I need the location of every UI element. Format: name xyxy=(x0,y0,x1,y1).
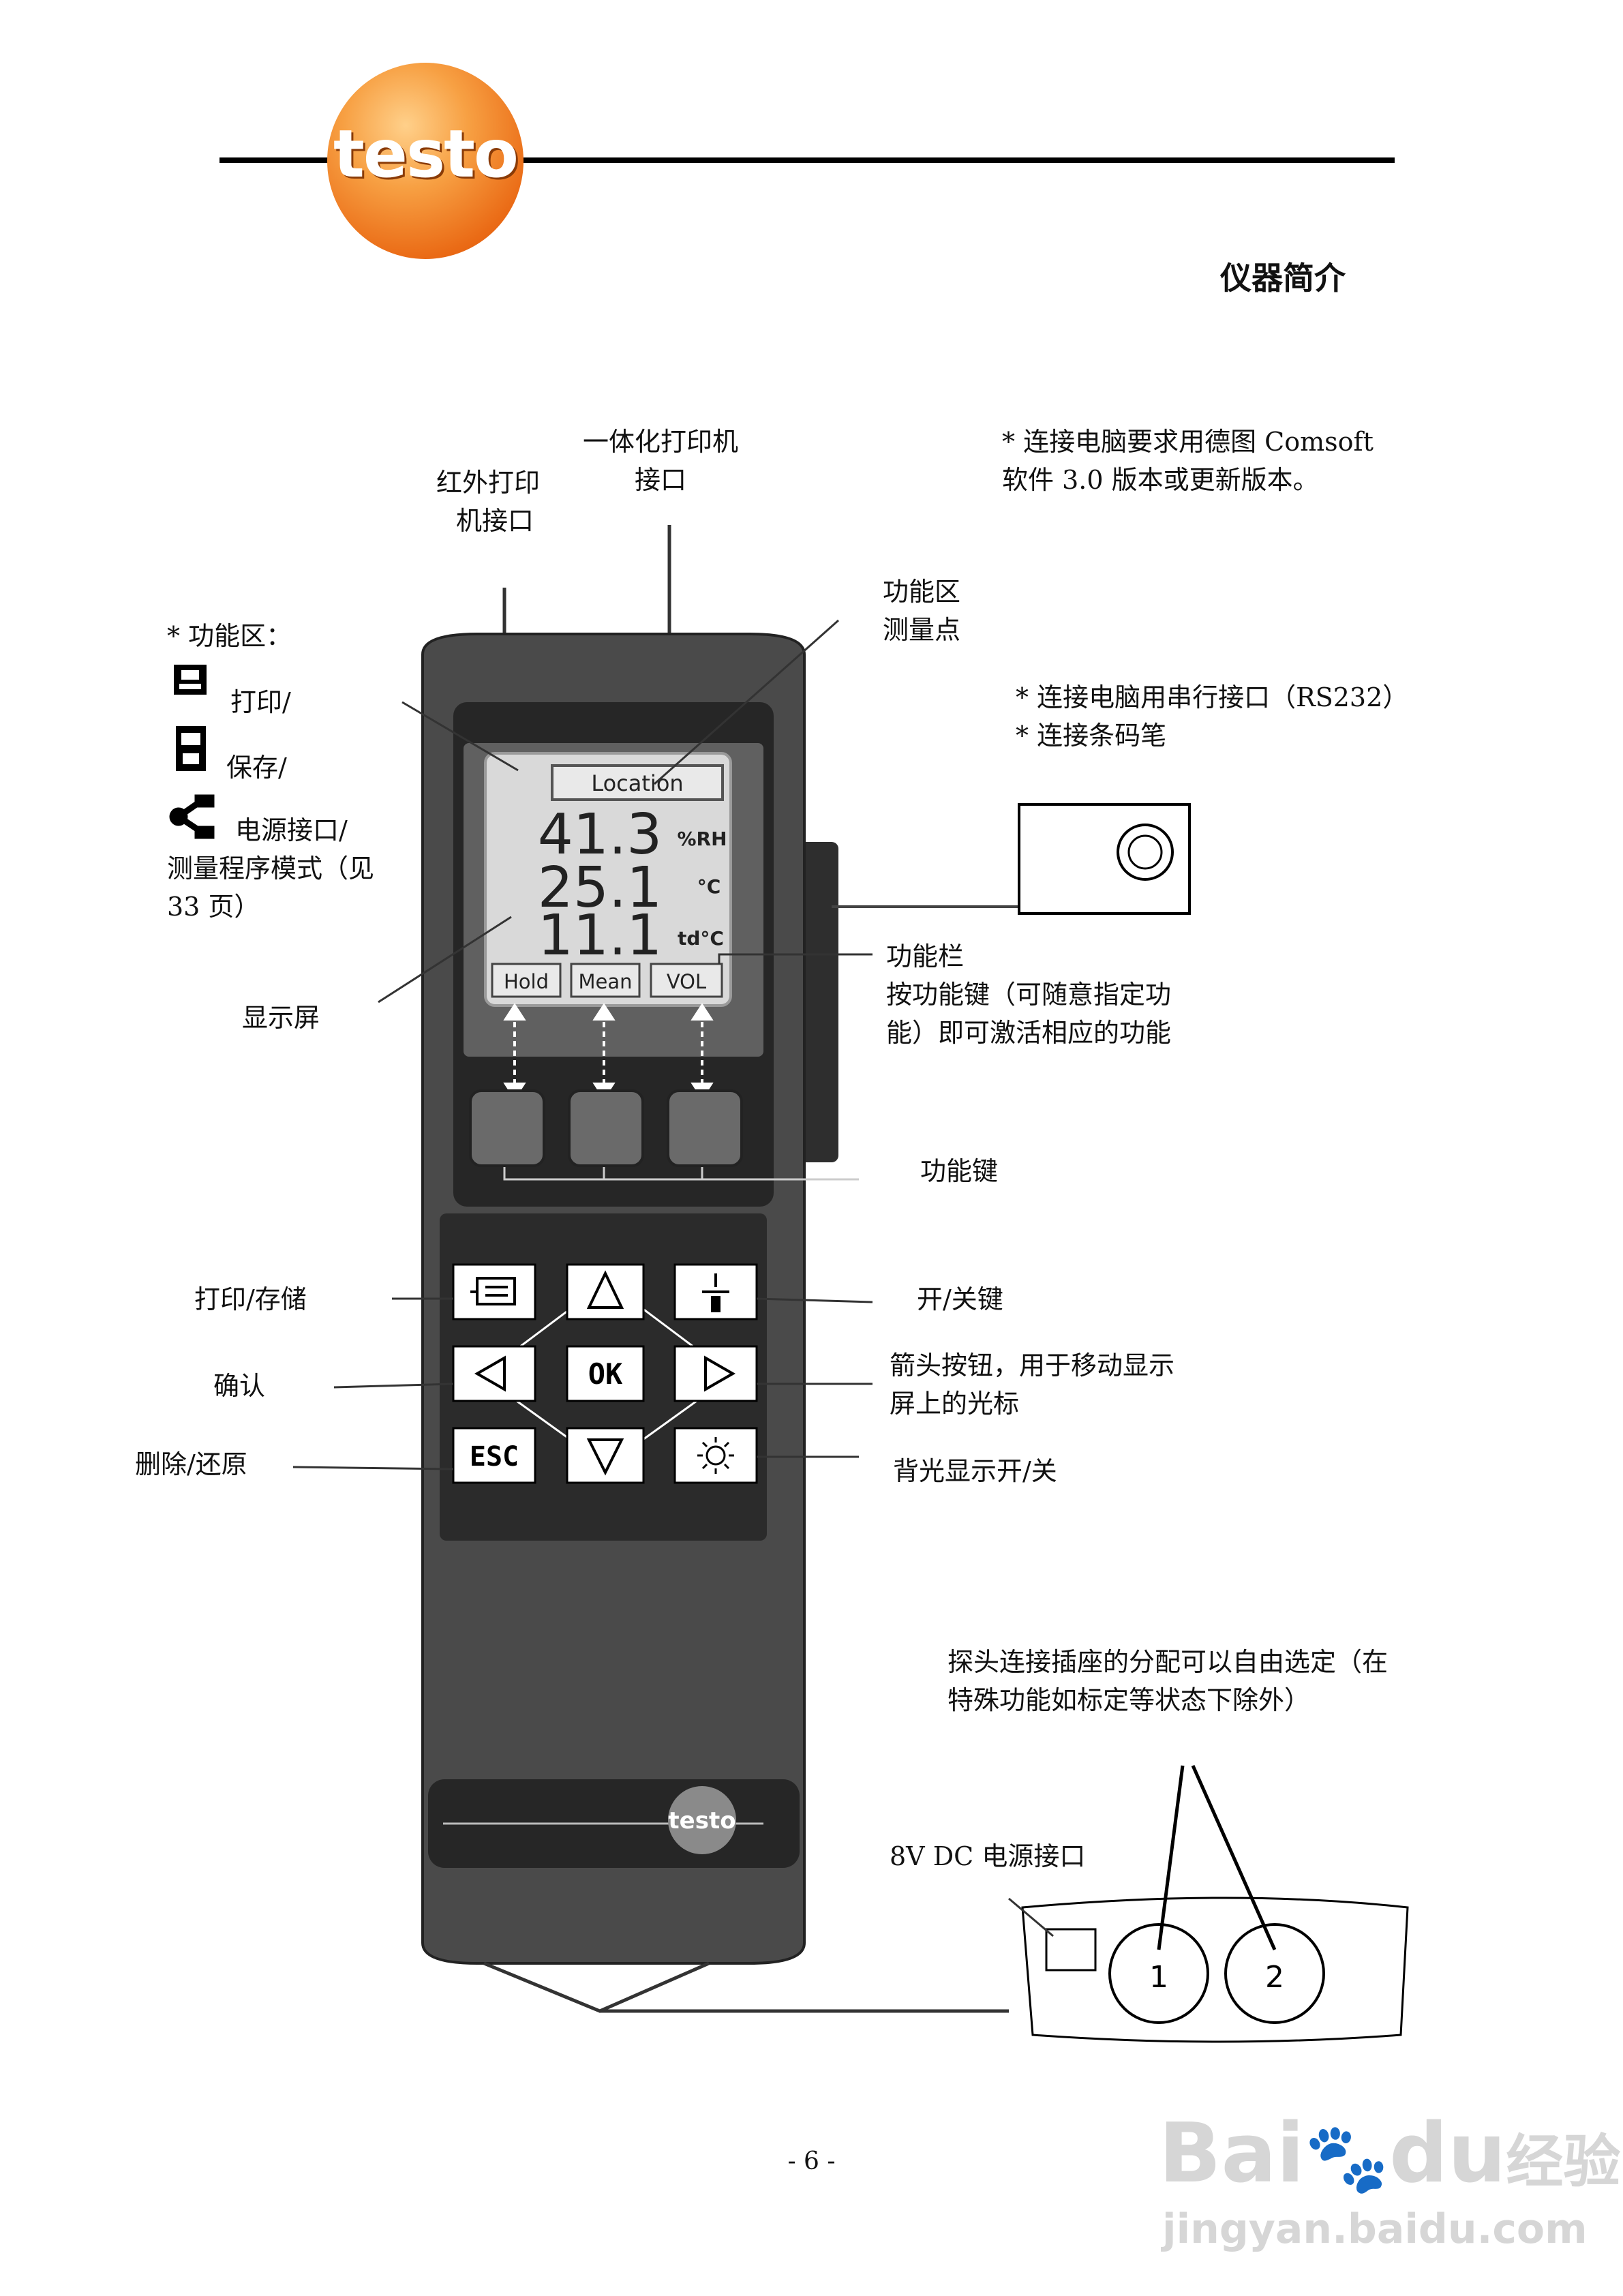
socket-1-label: 1 xyxy=(1149,1960,1168,1995)
on-off-label: 开/关键 xyxy=(917,1280,1003,1318)
lcd-unit-2: °C xyxy=(697,875,721,898)
right-key[interactable] xyxy=(675,1346,757,1401)
delete-undo-label: 删除/还原 xyxy=(135,1445,247,1483)
lcd-unit-1: %RH xyxy=(677,828,727,850)
print-key[interactable] xyxy=(453,1265,535,1319)
print-store-label: 打印/存储 xyxy=(194,1280,307,1318)
baidu-watermark: Bai🐾du经验 xyxy=(1159,2106,1620,2201)
lcd-reading-3: 11.1 xyxy=(538,903,663,968)
display-label: 显示屏 xyxy=(242,999,320,1037)
lcd-location: Location xyxy=(591,770,683,796)
baidu-watermark-url: jingyan.baidu.com xyxy=(1162,2205,1588,2253)
ir-printer-label: 红外打印 机接口 xyxy=(436,464,540,540)
arrow-keys-label: 箭头按钮，用于移动显示 屏上的光标 xyxy=(890,1346,1174,1423)
print-icon xyxy=(174,665,207,695)
backlight-key[interactable] xyxy=(675,1428,757,1483)
device-brand: testo xyxy=(668,1807,735,1834)
pc-note: * 连接电脑要求用德图 Comsoft 软件 3.0 版本或更新版本。 xyxy=(1002,423,1374,499)
function-key-1[interactable] xyxy=(470,1091,544,1166)
backlight-label: 背光显示开/关 xyxy=(893,1452,1057,1490)
func-power-label: 电源接口/ 测量程序模式（见 33 页） xyxy=(167,811,374,926)
function-keys-label: 功能键 xyxy=(920,1152,998,1190)
lcd-unit-3: td°C xyxy=(678,927,724,950)
func-area-title: * 功能区： xyxy=(167,617,292,655)
esc-key-label: ESC xyxy=(470,1441,519,1472)
bottom-probe-lines xyxy=(484,1963,709,2011)
save-icon xyxy=(176,726,206,771)
func-save-label: 保存/ xyxy=(226,749,287,787)
dc-socket-label: 8V DC 电源接口 xyxy=(890,1837,1085,1875)
integrated-printer-label: 一体化打印机 接口 xyxy=(583,423,738,499)
probe-sockets-label: 探头连接插座的分配可以自由选定（在 特殊功能如标定等状态下除外） xyxy=(947,1643,1388,1719)
left-key[interactable] xyxy=(453,1346,535,1401)
serial-port-sketch xyxy=(1019,804,1189,913)
func-area-point-label: 功能区 测量点 xyxy=(883,573,960,649)
function-key-2[interactable] xyxy=(569,1091,643,1166)
softkey-mean: Mean xyxy=(578,970,632,993)
softkey-hold: Hold xyxy=(504,970,549,993)
ok-key-label: OK xyxy=(588,1357,623,1391)
func-print-label: 打印/ xyxy=(230,683,291,721)
socket-2-label: 2 xyxy=(1265,1960,1284,1995)
confirm-label: 确认 xyxy=(213,1367,265,1405)
softkey-vol: VOL xyxy=(667,970,706,993)
function-bar-label: 功能栏 按功能键（可随意指定功 能）即可激活相应的功能 xyxy=(886,937,1171,1052)
serial-note: * 连接电脑用串行接口（RS232） * 连接条码笔 xyxy=(1016,678,1408,755)
function-key-3[interactable] xyxy=(668,1091,742,1166)
